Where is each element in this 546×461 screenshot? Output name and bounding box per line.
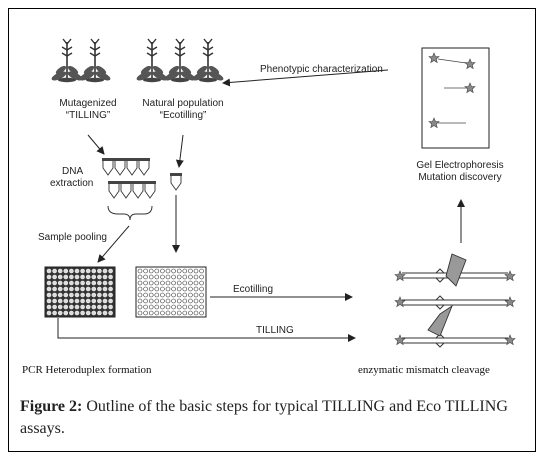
ecotilling-quoted-label: “Ecotilling” (159, 110, 207, 121)
extraction-label: extraction (50, 178, 94, 189)
mutagenized-plant-icon-2 (77, 38, 113, 84)
ecotilling-tube-icon (169, 172, 183, 191)
tilling-arrow (57, 318, 356, 342)
phenotypic-arrow (222, 69, 389, 87)
natural-plant-icon-1 (134, 38, 170, 84)
sample-pooling-arrow (97, 225, 130, 263)
ecotilling-plate (135, 266, 207, 318)
mutation-discovery-label: Mutation discovery (418, 172, 502, 183)
ecotilling-label: Ecotilling (233, 284, 274, 295)
pcr-label: PCR Heteroduplex formation (22, 364, 152, 376)
enzymatic-label: enzymatic mismatch cleavage (358, 364, 490, 376)
figure-caption: Figure 2: Outline of the basic steps for… (20, 396, 525, 440)
figure-caption-text: Outline of the basic steps for typical T… (20, 398, 508, 437)
figure-caption-prefix: Figure 2: (20, 398, 83, 415)
phenotypic-label: Phenotypic characterization (260, 64, 383, 75)
tilling-plate (44, 266, 116, 318)
tilling-quoted-label: “TILLING” (65, 110, 111, 121)
tilling-label: TILLING (256, 325, 294, 336)
natural-population-label: Natural population (142, 98, 224, 109)
mutagenized-label: Mutagenized (59, 98, 117, 109)
enzyme-icon-1 (445, 253, 467, 287)
gel-electrophoresis-label: Gel Electrophoresis (416, 160, 504, 171)
dna-tubes (101, 157, 157, 199)
pooling-brace (107, 205, 153, 221)
mutagenized-plant-icon-1 (49, 38, 85, 84)
natural-to-tube-arrow (175, 134, 184, 168)
sample-pooling-label: Sample pooling (38, 232, 107, 243)
natural-plant-icon-3 (190, 38, 226, 84)
dna-label: DNA (62, 166, 84, 177)
natural-plant-icon-2 (162, 38, 198, 84)
enzyme-icon-2 (427, 304, 453, 337)
mutagenized-to-dna-arrow (87, 134, 105, 155)
gel-panel (421, 47, 490, 149)
